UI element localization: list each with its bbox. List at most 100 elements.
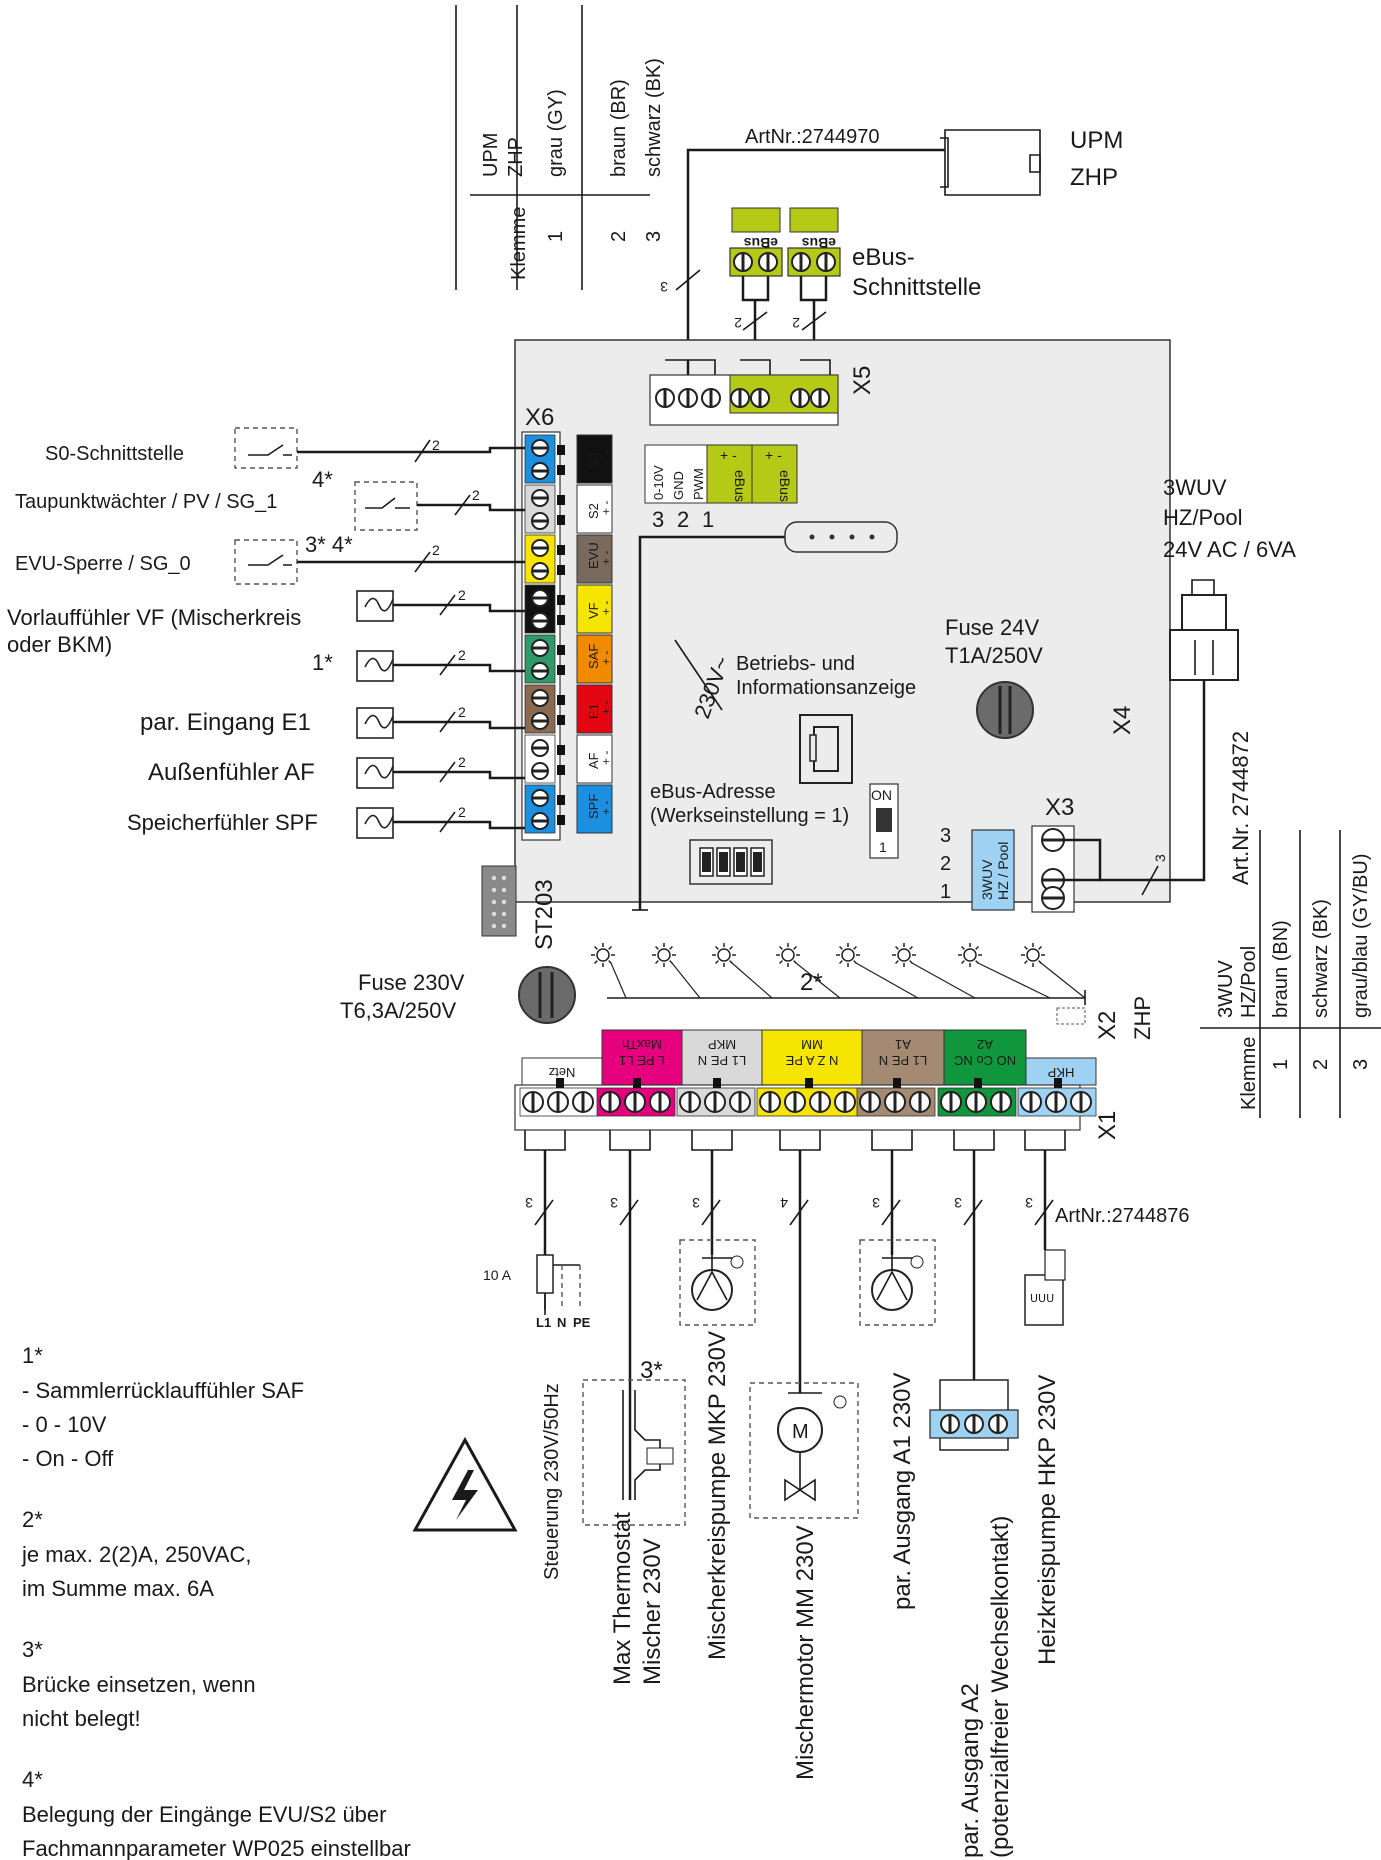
output-maxth-2: Mischer 230V <box>639 1538 666 1685</box>
led-2 <box>717 948 731 962</box>
x3-num-2: 2 <box>940 853 951 875</box>
led-5 <box>897 948 911 962</box>
bottom-wire-count-2: 3 <box>692 1195 700 1211</box>
led-ray <box>1023 960 1028 965</box>
wuv-table-color-2: schwarz (BK) <box>1310 899 1332 1018</box>
x6-pin-a-1 <box>557 495 565 505</box>
led-ray <box>654 960 659 965</box>
bottom-wire-mark-4 <box>881 1199 901 1226</box>
upm-table-header-upm: UPM <box>480 133 502 177</box>
upm-table-klemme-2: 2 <box>608 231 630 242</box>
output-a1: par. Ausgang A1 230V <box>889 1372 916 1610</box>
led-ray <box>960 960 965 965</box>
x6-block-label-e1: E1 <box>586 703 601 719</box>
sensor-wire-count-1: 2 <box>458 647 466 663</box>
led-ray <box>894 960 899 965</box>
sensor-symbol-1 <box>364 657 394 672</box>
note2-title: 2* <box>22 1507 43 1532</box>
x5-label-gnd: GND <box>671 471 686 500</box>
x1-pin-2 <box>713 1078 721 1088</box>
x1-label: X1 <box>1094 1111 1121 1140</box>
sensor-wire-mark-4 <box>439 811 456 833</box>
x2-block-pins-maxth: L PE L1 <box>619 1053 665 1068</box>
sensor-wire-mark-1 <box>439 654 456 676</box>
left-inputs: S0-Schnittstelle 2 4* Taupunktwächter / … <box>7 427 525 839</box>
x6-block-spf <box>576 784 613 834</box>
ebus-label-1: eBus- <box>852 244 915 271</box>
x6-block-sign-af: + - <box>599 751 613 765</box>
led-ray <box>975 945 980 950</box>
x2-block-a2 <box>943 1029 1027 1086</box>
x5-terminal: X5 0-10V GND PWM eBus eBus + - + - 3 2 1 <box>644 359 876 532</box>
x5-num-3: 3 <box>652 507 664 532</box>
note4-title: 4* <box>22 1767 43 1792</box>
sensor-box-3 <box>356 757 394 789</box>
x4-label: X4 <box>1109 706 1136 735</box>
note1-line-3: - On - Off <box>22 1446 114 1471</box>
output-steuerung: Steuerung 230V/50Hz <box>541 1383 563 1580</box>
x6-pin-a-3 <box>557 595 565 605</box>
x2-block-maxth <box>601 1029 683 1086</box>
x6-pin-b-6 <box>557 765 565 775</box>
upm-label-1: UPM <box>1070 127 1123 154</box>
x6-block-vf <box>576 584 613 634</box>
led-ray <box>608 945 613 950</box>
x3-num-3: 3 <box>940 825 951 847</box>
led-ray <box>729 945 734 950</box>
note3-line-2: nicht belegt! <box>22 1706 141 1731</box>
switch-1-label: 1 <box>879 839 887 855</box>
led-line-3 <box>795 962 841 999</box>
st203-connector: ST203 <box>481 865 558 950</box>
display-label-1: Betriebs- und <box>736 653 855 675</box>
input-vf-label-2: oder BKM) <box>7 632 112 657</box>
bottom-output-labels: Steuerung 230V/50Hz Max Thermostat Misch… <box>541 1331 1061 1858</box>
wuv-color-table: 3WUV HZ/Pool braun (BN) schwarz (BK) gra… <box>1200 830 1381 1118</box>
x2-block-label-mm: MM <box>801 1037 823 1052</box>
x2-block-pins-a2: NO Co NC <box>954 1053 1016 1068</box>
fuse230-label-1: Fuse 230V <box>358 970 465 995</box>
upm-label-2: ZHP <box>1070 164 1118 191</box>
thermostat-note-mark: 3* <box>640 1357 663 1384</box>
sensor-box-4 <box>356 807 394 839</box>
x5-label: X5 <box>849 366 876 395</box>
upm-art-number: ArtNr.:2744970 <box>745 126 880 148</box>
led-ray <box>654 945 659 950</box>
x1-pin-6 <box>1054 1078 1062 1088</box>
st203-pin <box>501 899 507 905</box>
ebus-tag-2: eBus <box>802 235 836 251</box>
st203-label: ST203 <box>531 879 558 950</box>
svg-text:HZ / Pool: HZ / Pool <box>995 842 1011 900</box>
bottom-wire-mark-3 <box>789 1199 809 1226</box>
x2-block-mkp <box>681 1029 763 1086</box>
x5-label-010v: 0-10V <box>651 465 666 500</box>
note3-title: 3* <box>22 1637 43 1662</box>
address-label-1: eBus-Adresse <box>650 781 776 803</box>
led-ray <box>960 945 965 950</box>
bottom-lead-5 <box>953 1130 995 1151</box>
upm-table-color-2: braun (BR) <box>608 79 630 177</box>
bottom-lead-1 <box>609 1130 651 1151</box>
input-vf-label: Vorlauffühler VF (Mischerkreis <box>7 605 301 630</box>
st203-pin <box>501 887 507 893</box>
led-ray <box>778 945 783 950</box>
x5-num-1: 1 <box>702 507 714 532</box>
sensor-wire-1 <box>393 663 525 673</box>
x1-pin-5 <box>974 1078 982 1088</box>
x2-block-pins-a1: L1 PE N <box>879 1053 927 1068</box>
x1-pin-1 <box>633 1078 641 1088</box>
led-ray <box>853 945 858 950</box>
bottom-wire-count-1: 3 <box>610 1195 618 1211</box>
upm-table-klemme-1: 1 <box>545 231 567 242</box>
sensor-symbol-0 <box>364 597 394 612</box>
footnotes: 1* - Sammlerrücklauffühler SAF - 0 - 10V… <box>21 1343 411 1860</box>
x3-label: X3 <box>1045 794 1074 821</box>
x6-block-sign-s2: + - <box>599 501 613 515</box>
note4-line-2: Fachmannparameter WP025 einstellbar <box>22 1836 411 1860</box>
wuv-label-1: 3WUV <box>1163 475 1227 500</box>
input-spf-label: Speicherfühler SPF <box>127 810 318 835</box>
control-board <box>514 339 1171 903</box>
led-line-5 <box>911 962 976 999</box>
bottom-wire-count-0: 3 <box>525 1195 533 1211</box>
note1-line-1: - Sammlerrücklauffühler SAF <box>22 1378 304 1403</box>
